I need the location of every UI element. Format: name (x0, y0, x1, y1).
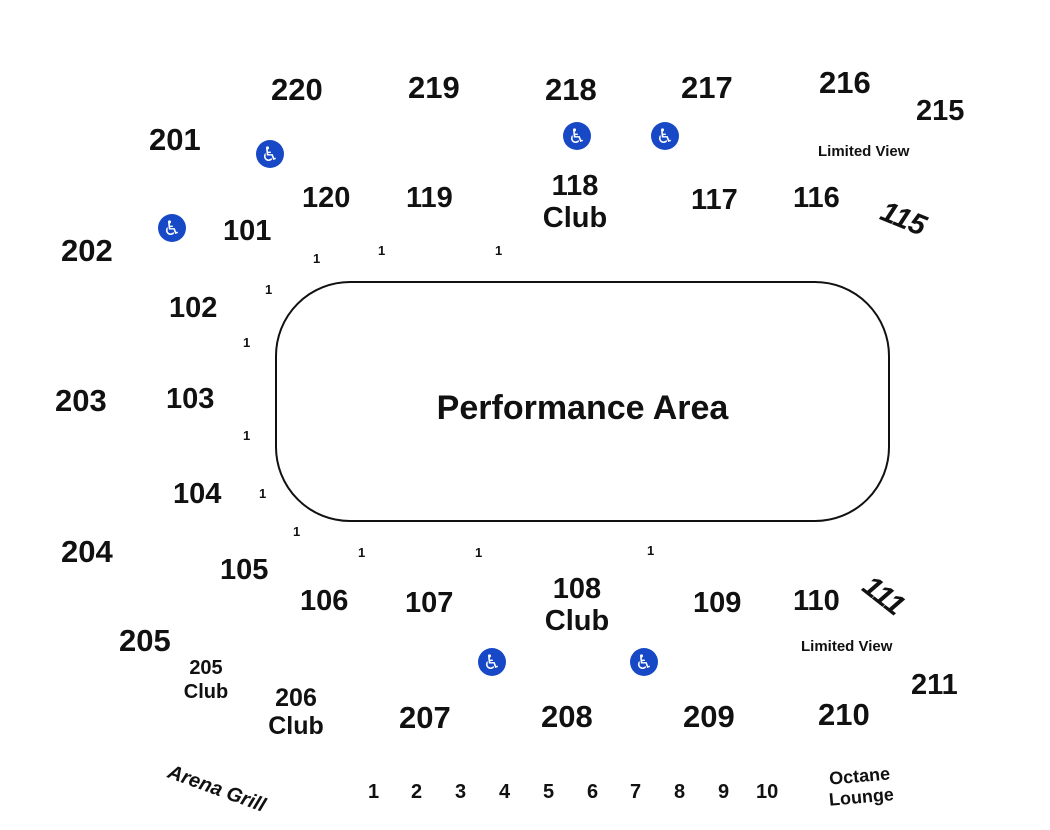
row-marker: 1 (378, 243, 386, 258)
section-109[interactable]: 109 (693, 587, 742, 619)
section-106[interactable]: 106 (300, 585, 349, 617)
section-120[interactable]: 120 (302, 182, 351, 214)
section-205[interactable]: 205 (119, 623, 171, 658)
row-marker: 1 (495, 243, 503, 258)
bottom-number[interactable]: 8 (674, 781, 686, 803)
section-202[interactable]: 202 (61, 233, 113, 268)
section-119[interactable]: 119 (406, 182, 453, 214)
row-marker: 1 (259, 486, 267, 501)
row-marker: 1 (358, 545, 366, 560)
section-101[interactable]: 101 (223, 215, 272, 247)
section-110[interactable]: 110 (793, 585, 840, 617)
section-104[interactable]: 104 (173, 478, 222, 510)
section-205-club-number: 205 (189, 657, 223, 679)
wheelchair-icon: ♿ (651, 122, 679, 150)
section-215[interactable]: 215 (916, 95, 965, 127)
section-111[interactable]: 111 (856, 569, 911, 623)
section-206-club[interactable]: 206 Club (258, 684, 334, 740)
section-217[interactable]: 217 (681, 70, 733, 105)
section-103[interactable]: 103 (166, 383, 215, 415)
row-marker: 1 (293, 524, 301, 539)
wheelchair-icon: ♿ (256, 140, 284, 168)
wheelchair-icon: ♿ (563, 122, 591, 150)
row-marker: 1 (243, 335, 251, 350)
row-marker: 1 (265, 282, 273, 297)
section-118-number: 118 (551, 170, 599, 202)
section-117[interactable]: 117 (691, 184, 738, 216)
row-marker: 1 (647, 543, 655, 558)
row-marker: 1 (313, 251, 321, 266)
section-102[interactable]: 102 (169, 292, 218, 324)
section-207[interactable]: 207 (399, 700, 451, 735)
bottom-number[interactable]: 2 (411, 781, 423, 803)
section-206-club-number: 206 (275, 684, 317, 712)
section-107[interactable]: 107 (405, 587, 454, 619)
performance-area: Performance Area (275, 281, 890, 522)
bottom-number[interactable]: 7 (630, 781, 642, 803)
section-105[interactable]: 105 (220, 554, 269, 586)
section-118-club-label: Club (542, 202, 608, 235)
row-marker: 1 (475, 545, 483, 560)
bottom-number[interactable]: 3 (455, 781, 467, 803)
section-206-club-label: Club (268, 712, 324, 740)
bottom-number[interactable]: 9 (718, 781, 730, 803)
section-108-club-label: Club (544, 605, 610, 638)
bottom-number[interactable]: 10 (756, 781, 779, 803)
wheelchair-icon: ♿ (630, 648, 658, 676)
bottom-number[interactable]: 4 (499, 781, 511, 803)
arena-grill-label[interactable]: Arena Grill (164, 761, 269, 817)
section-209[interactable]: 209 (683, 699, 735, 734)
section-208[interactable]: 208 (541, 699, 593, 734)
section-220[interactable]: 220 (271, 72, 323, 107)
section-211[interactable]: 211 (911, 669, 958, 701)
section-218[interactable]: 218 (545, 72, 597, 107)
section-108-number: 108 (552, 573, 602, 605)
section-116[interactable]: 116 (793, 182, 840, 214)
wheelchair-icon: ♿ (478, 648, 506, 676)
limited-view-note-bottom: Limited View (801, 638, 893, 655)
bottom-number[interactable]: 6 (587, 781, 599, 803)
bottom-number[interactable]: 1 (368, 781, 380, 803)
section-108-club[interactable]: 108 Club (532, 573, 622, 638)
performance-area-label: Performance Area (436, 389, 729, 427)
bottom-number[interactable]: 5 (543, 781, 555, 803)
section-204[interactable]: 204 (61, 534, 113, 569)
section-210[interactable]: 210 (818, 697, 870, 732)
octane-lounge-label[interactable]: Octane Lounge (826, 763, 894, 810)
section-205-club[interactable]: 205 Club (176, 656, 236, 704)
row-marker: 1 (243, 428, 251, 443)
section-219[interactable]: 219 (408, 70, 460, 105)
wheelchair-icon: ♿ (158, 214, 186, 242)
section-216[interactable]: 216 (819, 65, 871, 100)
section-115[interactable]: 115 (875, 195, 931, 243)
limited-view-note-top: Limited View (818, 143, 910, 160)
section-205-club-label: Club (183, 681, 229, 703)
section-203[interactable]: 203 (55, 383, 107, 418)
section-201[interactable]: 201 (149, 122, 201, 157)
section-118-club[interactable]: 118 Club (530, 170, 620, 235)
